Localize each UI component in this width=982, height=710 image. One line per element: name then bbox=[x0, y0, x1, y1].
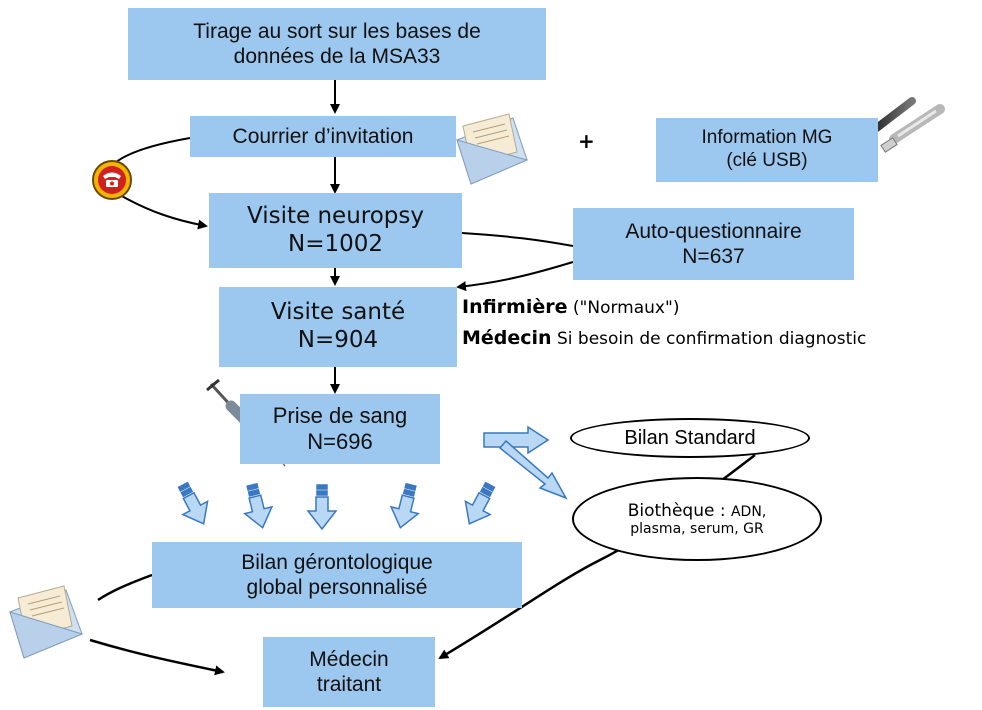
ellipse-biotheque: Biothèque : ADN, plasma, serum, GR bbox=[572, 477, 822, 561]
box-medecin-traitant: Médecin traitant bbox=[263, 637, 435, 707]
arrow-phone-neuropsy bbox=[119, 194, 208, 230]
biotheque-title: Biothèque : bbox=[627, 501, 731, 521]
biotheque-small1: ADN, bbox=[730, 504, 767, 520]
sang-line1: Prise de sang bbox=[272, 402, 408, 428]
neuropsy-line2: N=1002 bbox=[287, 230, 383, 257]
bilan-ger-line2: global personnalisé bbox=[246, 576, 428, 599]
tirage-line2: données de la MSA33 bbox=[233, 45, 441, 68]
autoq-line2: N=637 bbox=[682, 245, 745, 268]
sang-line2: N=696 bbox=[307, 429, 373, 454]
envelope-icon-bottom bbox=[9, 585, 84, 659]
block-arrows-sang bbox=[483, 425, 568, 500]
arrow-autoq-sante bbox=[456, 261, 574, 292]
envelope-icon bbox=[456, 113, 529, 185]
biotheque-line1: Biothèque : ADN, bbox=[628, 501, 767, 521]
biotheque-line2: plasma, serum, GR bbox=[630, 521, 764, 537]
bilan-ger-line1: Bilan gérontologique bbox=[241, 550, 433, 574]
curve-bilan-left bbox=[97, 573, 153, 602]
plus-sign: + bbox=[578, 129, 595, 153]
sante-line2: N=904 bbox=[297, 327, 379, 353]
info-mg-line1: Information MG bbox=[701, 127, 833, 149]
medecin-traitant-line1: Médecin bbox=[309, 647, 389, 671]
block-arrows-down bbox=[177, 481, 496, 531]
courrier-label: Courrier d’invitation bbox=[232, 124, 414, 148]
curve-autoq-neuropsy bbox=[461, 232, 574, 247]
note-infirmiere-rest: ("Normaux") bbox=[572, 298, 680, 318]
box-autoq: Auto-questionnaire N=637 bbox=[573, 208, 854, 280]
box-sang: Prise de sang N=696 bbox=[240, 394, 440, 464]
medecin-traitant-line2: traitant bbox=[316, 673, 382, 696]
info-mg-line2: (clé USB) bbox=[726, 150, 808, 171]
box-neuropsy: Visite neuropsy N=1002 bbox=[209, 193, 462, 268]
box-info-mg: Information MG (clé USB) bbox=[656, 118, 878, 182]
neuropsy-line1: Visite neuropsy bbox=[247, 202, 424, 229]
box-sante: Visite santé N=904 bbox=[219, 287, 457, 367]
usb-pen-icon bbox=[866, 97, 945, 153]
box-courrier: Courrier d’invitation bbox=[190, 116, 456, 157]
arrow-letter-medecin bbox=[89, 638, 225, 676]
bilan-standard-label: Bilan Standard bbox=[624, 426, 756, 449]
note-infirmiere-bold: Infirmière bbox=[462, 296, 568, 318]
autoq-line1: Auto-questionnaire bbox=[625, 219, 802, 243]
note-infirmiere: Infirmière ("Normaux") bbox=[462, 296, 679, 318]
note-medecin-bold: Médecin bbox=[462, 327, 552, 349]
note-medecin-rest: Si besoin de confirmation diagnostic bbox=[557, 329, 867, 349]
note-medecin: Médecin Si besoin de confirmation diagno… bbox=[462, 327, 866, 349]
tirage-line1: Tirage au sort sur les bases de bbox=[193, 19, 481, 43]
ellipse-bilan-standard: Bilan Standard bbox=[570, 418, 810, 458]
box-bilan-gerontologique: Bilan gérontologique global personnalisé bbox=[152, 542, 522, 608]
box-tirage: Tirage au sort sur les bases de données … bbox=[128, 8, 546, 80]
sante-line1: Visite santé bbox=[270, 299, 406, 326]
phone-icon bbox=[92, 160, 132, 200]
